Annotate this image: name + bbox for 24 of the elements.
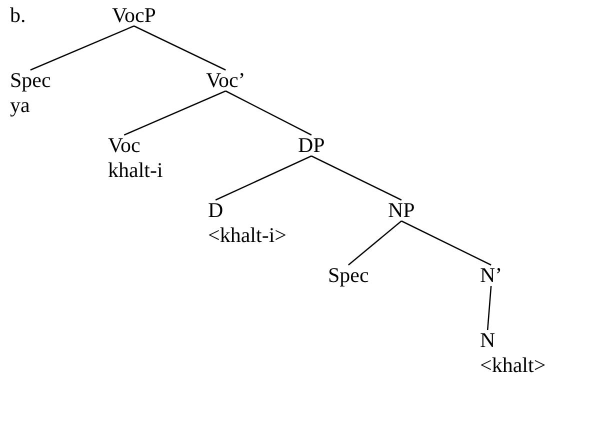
- tree-branch: [30, 25, 134, 71]
- category-label: D: [208, 198, 224, 223]
- tree-branch: [311, 155, 402, 201]
- category-label: Spec: [328, 263, 369, 288]
- category-label: Spec: [10, 68, 51, 93]
- tree-branch: [134, 25, 226, 71]
- category-label: N’: [480, 263, 502, 288]
- word-label: khalt-i: [108, 158, 163, 183]
- word-label: <khalt-i>: [208, 223, 287, 248]
- tree-branch: [401, 220, 492, 266]
- example-label: b.: [10, 3, 26, 28]
- tree-branch: [348, 220, 402, 266]
- word-label: <khalt>: [480, 353, 546, 378]
- tree-branch: [225, 90, 312, 136]
- category-label: NP: [388, 198, 415, 223]
- category-label: Voc’: [206, 68, 246, 93]
- category-label: DP: [298, 133, 325, 158]
- word-label: ya: [10, 93, 30, 118]
- category-label: Voc: [108, 133, 140, 158]
- category-label: N: [480, 328, 496, 353]
- tree-branch: [215, 155, 312, 201]
- category-label: VocP: [112, 3, 156, 28]
- tree-branch: [124, 90, 226, 136]
- tree-branch: [486, 286, 492, 330]
